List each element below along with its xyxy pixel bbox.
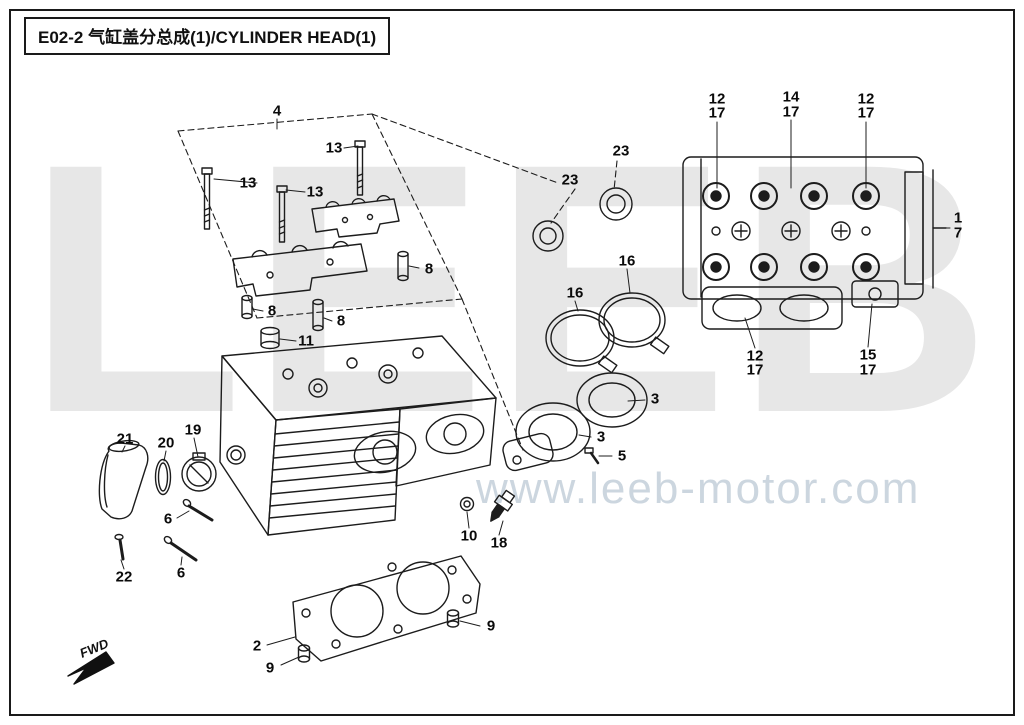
hose-clamps-16 [545,292,670,374]
leader-lines [120,118,951,666]
fwd-indicator: FWD [67,636,115,685]
watermark-logo: LEEB [26,91,998,487]
cylinder-head-top-view [682,156,947,330]
flange-bolts-13 [201,140,366,243]
seals-23 [532,187,633,252]
sensor-group [459,489,516,522]
page-title: E02-2 气缸盖分总成(1)/CYLINDER HEAD(1) [24,17,391,55]
dashed-boundary-lines [177,113,618,451]
cylinder-head-body [219,335,497,536]
camshaft-holders [232,195,400,297]
head-gasket-2 [292,555,481,663]
spacers-8-and-bucket-11 [241,250,409,350]
intake-boots-3 [502,372,648,472]
watermark-url: www.leeb-motor.com [476,464,921,513]
thermostat-group [98,439,217,562]
